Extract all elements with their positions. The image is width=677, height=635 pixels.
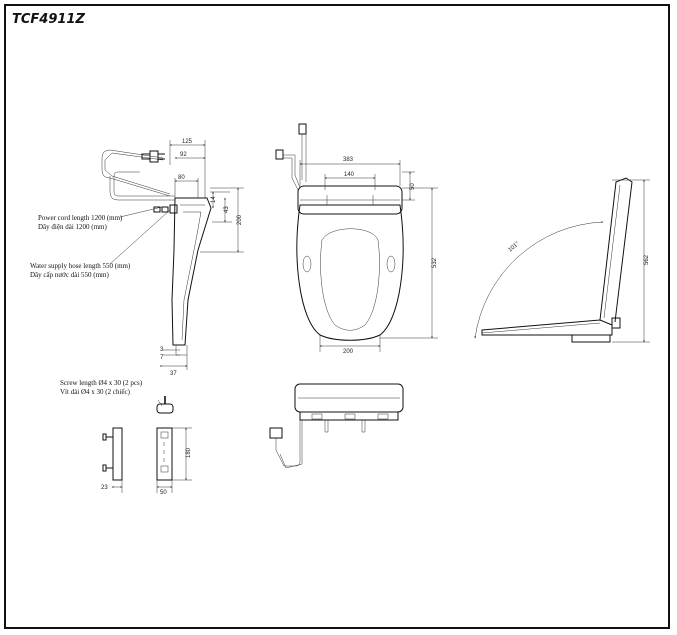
dim-80: 80 [178,175,185,181]
screw-label-vi: Vít dài Ø4 x 30 (2 chiếc) [60,388,131,396]
angle-101: 101° [507,241,521,254]
seat-side-profile [171,197,212,346]
screw-detail: Screw length Ø4 x 30 (2 pcs) Vít dài Ø4 … [60,379,174,414]
dim-140: 140 [344,172,355,178]
dim-37: 37 [170,371,177,377]
bracket-front [156,427,173,481]
seat-outline [296,204,404,341]
dim-3: 3 [160,347,164,353]
bracket-front-view: 180 50 [156,427,192,496]
power-cord-label-vi: Dây điện dài 1200 (mm) [38,223,107,231]
top-plug-icon [298,123,307,135]
opening-angle-arc [474,221,604,339]
bracket-side-view: 23 [101,427,123,493]
model-title: TCF4911Z [12,12,85,27]
dim-125: 125 [182,139,193,145]
dim-43: 43 [224,206,230,213]
dim-532: 532 [432,257,438,268]
dim-383: 383 [343,157,354,163]
bracket-side [112,427,123,481]
dim-14: 14 [211,196,217,203]
front-unit-view [269,383,404,469]
dim-200-side: 200 [237,214,243,225]
power-cord [101,149,171,197]
dim-23: 23 [101,485,108,491]
screw-label-en: Screw length Ø4 x 30 (2 pcs) [60,379,143,387]
side-view: 125 92 80 14 43 200 3 7 37 Power cord le… [30,139,244,377]
dim-200-top: 200 [343,349,354,355]
open-lid-view: 101° 562 [474,177,650,343]
front-plug-icon [269,427,283,439]
dim-50-bracket: 50 [160,490,167,496]
seat-unit-front [294,383,404,413]
lid-upright [599,177,633,323]
power-cord-label-en: Power cord length 1200 (mm) [38,214,123,222]
dim-50-top: 50 [410,183,416,190]
dim-180: 180 [186,447,192,458]
dim-562: 562 [644,254,650,265]
top-view: 383 140 50 532 200 [275,123,438,355]
water-hose-label-vi: Dây cấp nước dài 550 (mm) [30,271,110,279]
dim-7: 7 [160,355,164,361]
water-hose-label-en: Water supply hose length 550 (mm) [30,262,131,270]
dim-92: 92 [180,152,187,158]
drawing-frame [4,4,670,629]
